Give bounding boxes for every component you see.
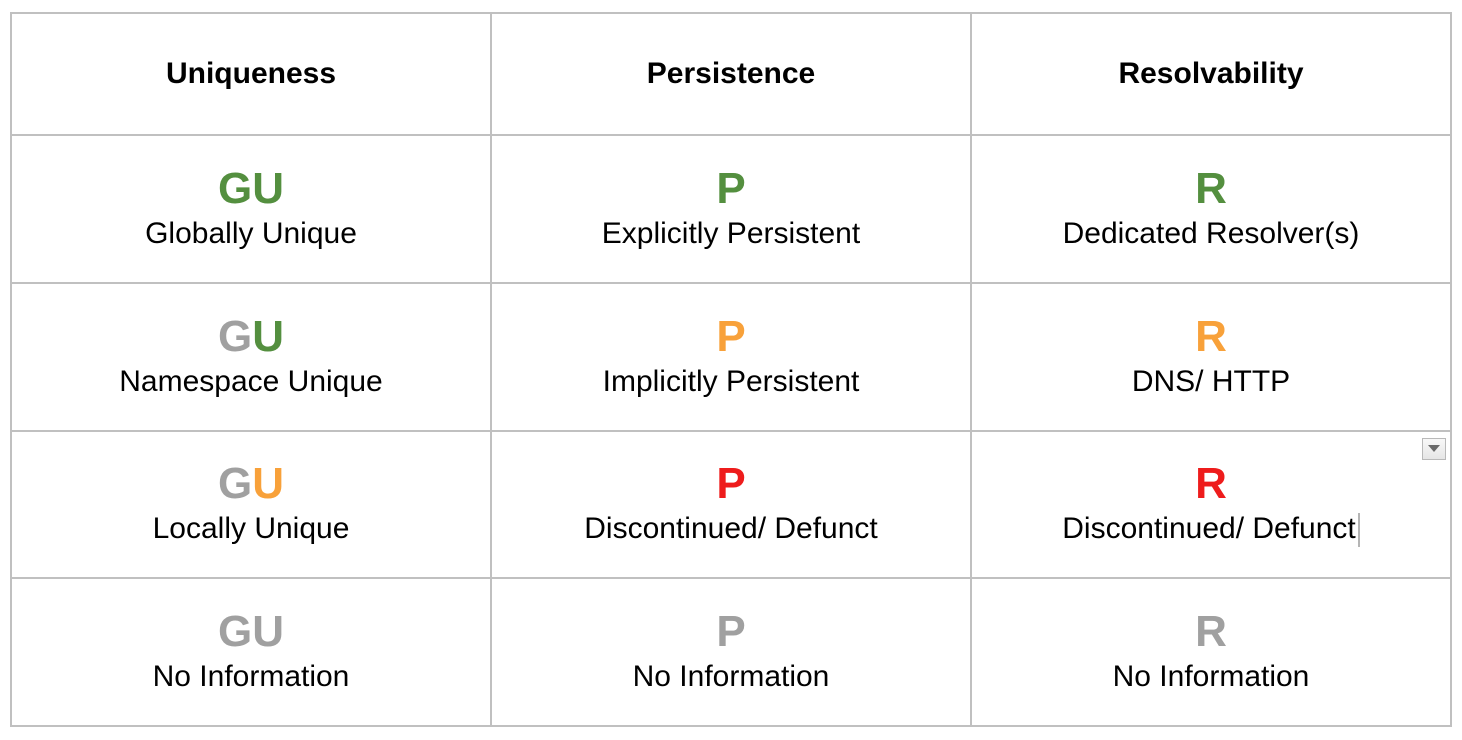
- uniqueness-label: Locally Unique: [152, 512, 350, 546]
- uniqueness-code-u: U: [252, 607, 284, 657]
- resolvability-label-text: No Information: [1112, 660, 1310, 694]
- chevron-down-icon-glyph: [1428, 445, 1440, 452]
- persistence-code: P: [716, 311, 746, 361]
- persistence-label: No Information: [632, 660, 830, 694]
- header-persistence[interactable]: Persistence: [490, 12, 972, 136]
- header-resolvability[interactable]: Resolvability: [970, 12, 1452, 136]
- resolvability-code: R: [1195, 311, 1227, 361]
- resolvability-code: R: [1195, 607, 1227, 657]
- resolvability-code: R: [1195, 163, 1227, 213]
- resolvability-label-text: Discontinued/ Defunct: [1062, 512, 1356, 546]
- resolvability-label: No Information: [1113, 657, 1310, 697]
- persistence-label: Implicitly Persistent: [602, 364, 860, 398]
- uniqueness-code-g: G: [217, 311, 253, 361]
- uniqueness-code: GU: [218, 607, 284, 657]
- persistence-label: Explicitly Persistent: [601, 216, 861, 250]
- uniqueness-label: Globally Unique: [145, 216, 357, 250]
- uniqueness-code: GU: [218, 312, 284, 362]
- resolvability-label-text: Dedicated Resolver(s): [1062, 216, 1360, 250]
- persistence-label: Discontinued/ Defunct: [584, 512, 878, 546]
- chevron-down-icon[interactable]: [1422, 437, 1446, 460]
- uniqueness-code-g: G: [217, 607, 253, 657]
- uniqueness-code-u: U: [252, 163, 284, 213]
- resolvability-label: DNS/ HTTP: [1132, 362, 1290, 402]
- resolvability-label: Dedicated Resolver(s): [1063, 214, 1360, 254]
- resolvability-label: Discontinued/ Defunct: [1062, 509, 1360, 549]
- uniqueness-label: Namespace Unique: [119, 364, 383, 398]
- resolvability-code: R: [1195, 459, 1227, 509]
- uniqueness-code-u: U: [252, 311, 284, 361]
- uniqueness-code-g: G: [217, 459, 253, 509]
- header-uniqueness[interactable]: Uniqueness: [10, 12, 492, 136]
- uniqueness-code-u: U: [252, 459, 284, 509]
- text-cursor: [1357, 513, 1360, 548]
- header-row: Uniqueness Persistence Resolvability: [10, 12, 1452, 136]
- uniqueness-label: No Information: [152, 660, 350, 694]
- resolvability-label-text: DNS/ HTTP: [1131, 364, 1291, 398]
- uniqueness-code: GU: [218, 459, 284, 509]
- uniqueness-code: GU: [218, 164, 284, 214]
- persistence-code: P: [716, 607, 746, 657]
- persistence-code: P: [716, 459, 746, 509]
- persistence-code: P: [716, 163, 746, 213]
- uniqueness-code-g: G: [217, 163, 253, 213]
